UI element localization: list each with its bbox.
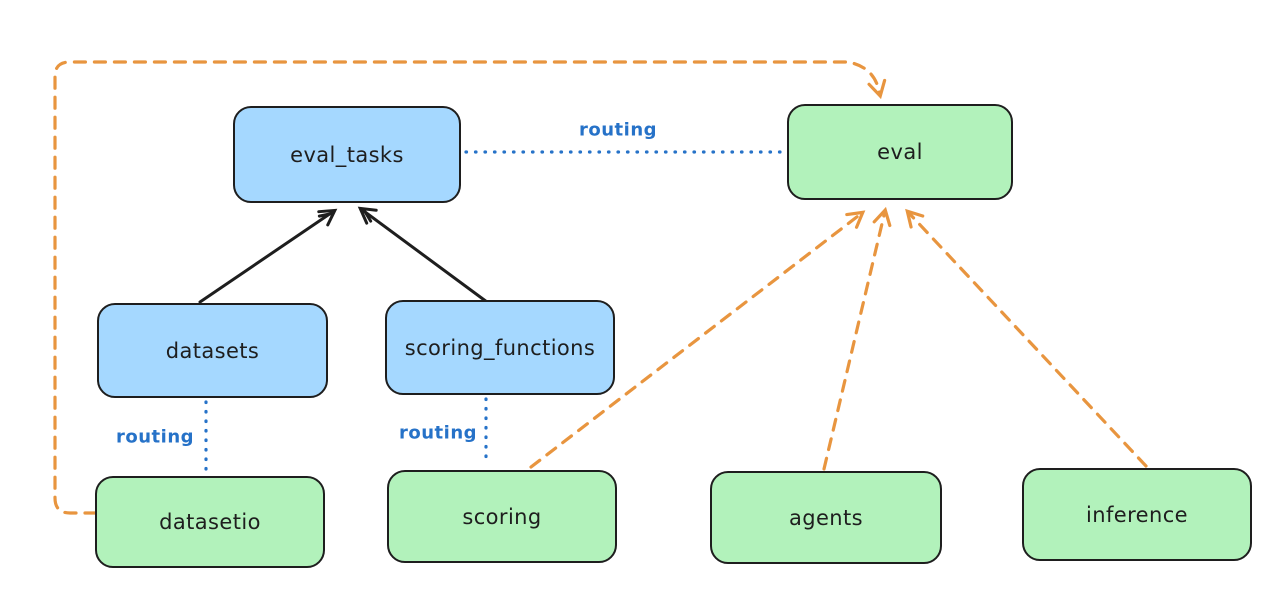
node-inference: inference xyxy=(1022,468,1252,561)
edge-datasetio-eval xyxy=(53,60,887,515)
node-datasetio: datasetio xyxy=(95,476,325,568)
edge-label-routing-eval_tasks-eval: routing xyxy=(578,119,658,141)
edge-inference-eval xyxy=(905,208,1148,468)
node-eval: eval xyxy=(787,104,1013,200)
node-eval-tasks: eval_tasks xyxy=(233,106,461,203)
node-eval-label: eval xyxy=(877,140,923,164)
node-datasetio-label: datasetio xyxy=(159,510,261,534)
node-scoring-functions: scoring_functions xyxy=(385,300,615,395)
node-inference-label: inference xyxy=(1086,502,1188,527)
node-datasets: datasets xyxy=(97,303,328,398)
edge-label-routing-datasets-datasetio: routing xyxy=(115,426,195,448)
node-agents: agents xyxy=(710,471,942,564)
node-datasets-label: datasets xyxy=(165,338,260,363)
node-agents-label: agents xyxy=(788,505,863,530)
node-eval-tasks-label: eval_tasks xyxy=(290,142,404,167)
edge-label-routing-scoring_functions-scoring: routing xyxy=(398,422,478,444)
edge-scoring_functions-eval_tasks xyxy=(357,206,489,304)
edge-datasets-eval_tasks xyxy=(198,208,338,304)
node-scoring: scoring xyxy=(387,470,617,563)
node-scoring-label: scoring xyxy=(462,504,542,529)
edge-agents-eval xyxy=(822,206,892,471)
node-scoring-functions-label: scoring_functions xyxy=(404,335,596,360)
edge-scoring-eval xyxy=(529,210,866,469)
